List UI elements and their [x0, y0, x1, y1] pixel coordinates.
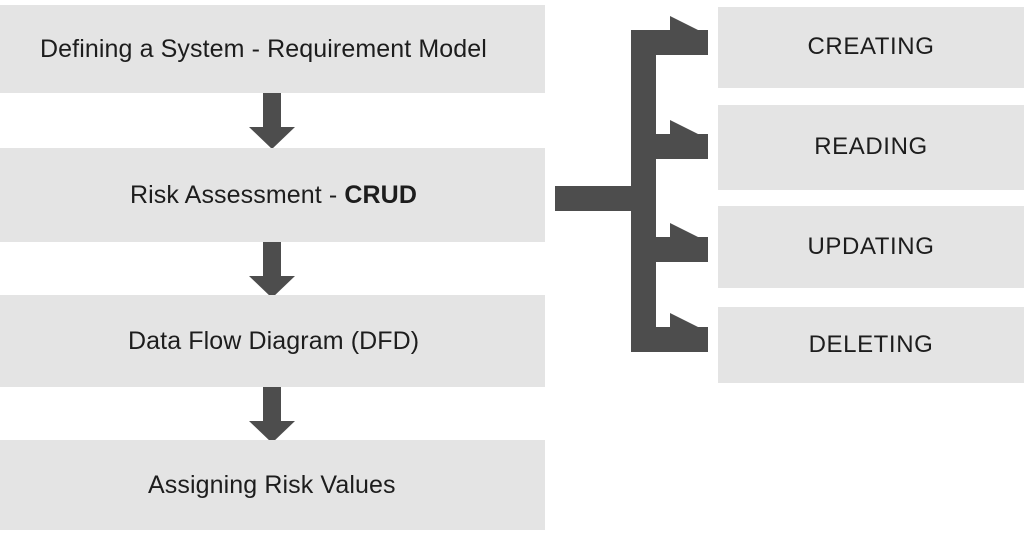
branch-arrowhead-reading	[670, 120, 708, 158]
process-box-data-flow-diagram[interactable]: Data Flow Diagram (DFD)	[0, 295, 545, 387]
crud-box-deleting[interactable]: DELETING	[718, 307, 1024, 383]
process-box-label: Risk Assessment - CRUD	[0, 180, 417, 210]
process-box-assigning-risk-values[interactable]: Assigning Risk Values	[0, 440, 545, 530]
crud-box-label: DELETING	[808, 330, 934, 358]
down-arrow-1	[249, 93, 295, 149]
process-box-label: Defining a System - Requirement Model	[40, 35, 487, 63]
down-arrow-2	[249, 242, 295, 298]
crud-box-label: READING	[814, 133, 928, 161]
crud-branch-connector	[555, 30, 708, 352]
branch-arrowhead-creating	[670, 16, 708, 54]
crud-box-label: UPDATING	[807, 232, 935, 260]
down-arrow-3	[249, 387, 295, 443]
crud-box-reading[interactable]: READING	[718, 105, 1024, 190]
process-box-label: Assigning Risk Values	[148, 471, 396, 499]
crud-box-updating[interactable]: UPDATING	[718, 206, 1024, 288]
branch-arrowhead-updating	[670, 223, 708, 261]
process-box-risk-assessment[interactable]: Risk Assessment - CRUD	[0, 148, 545, 242]
process-box-defining-system[interactable]: Defining a System - Requirement Model	[0, 5, 545, 93]
process-box-label: Data Flow Diagram (DFD)	[128, 327, 420, 355]
risk-assessment-prefix: Risk Assessment -	[130, 181, 345, 209]
crud-box-label: CREATING	[807, 33, 935, 61]
branch-arrowhead-deleting	[670, 313, 708, 351]
crud-box-creating[interactable]: CREATING	[718, 7, 1024, 88]
crud-emphasis: CRUD	[344, 181, 417, 209]
